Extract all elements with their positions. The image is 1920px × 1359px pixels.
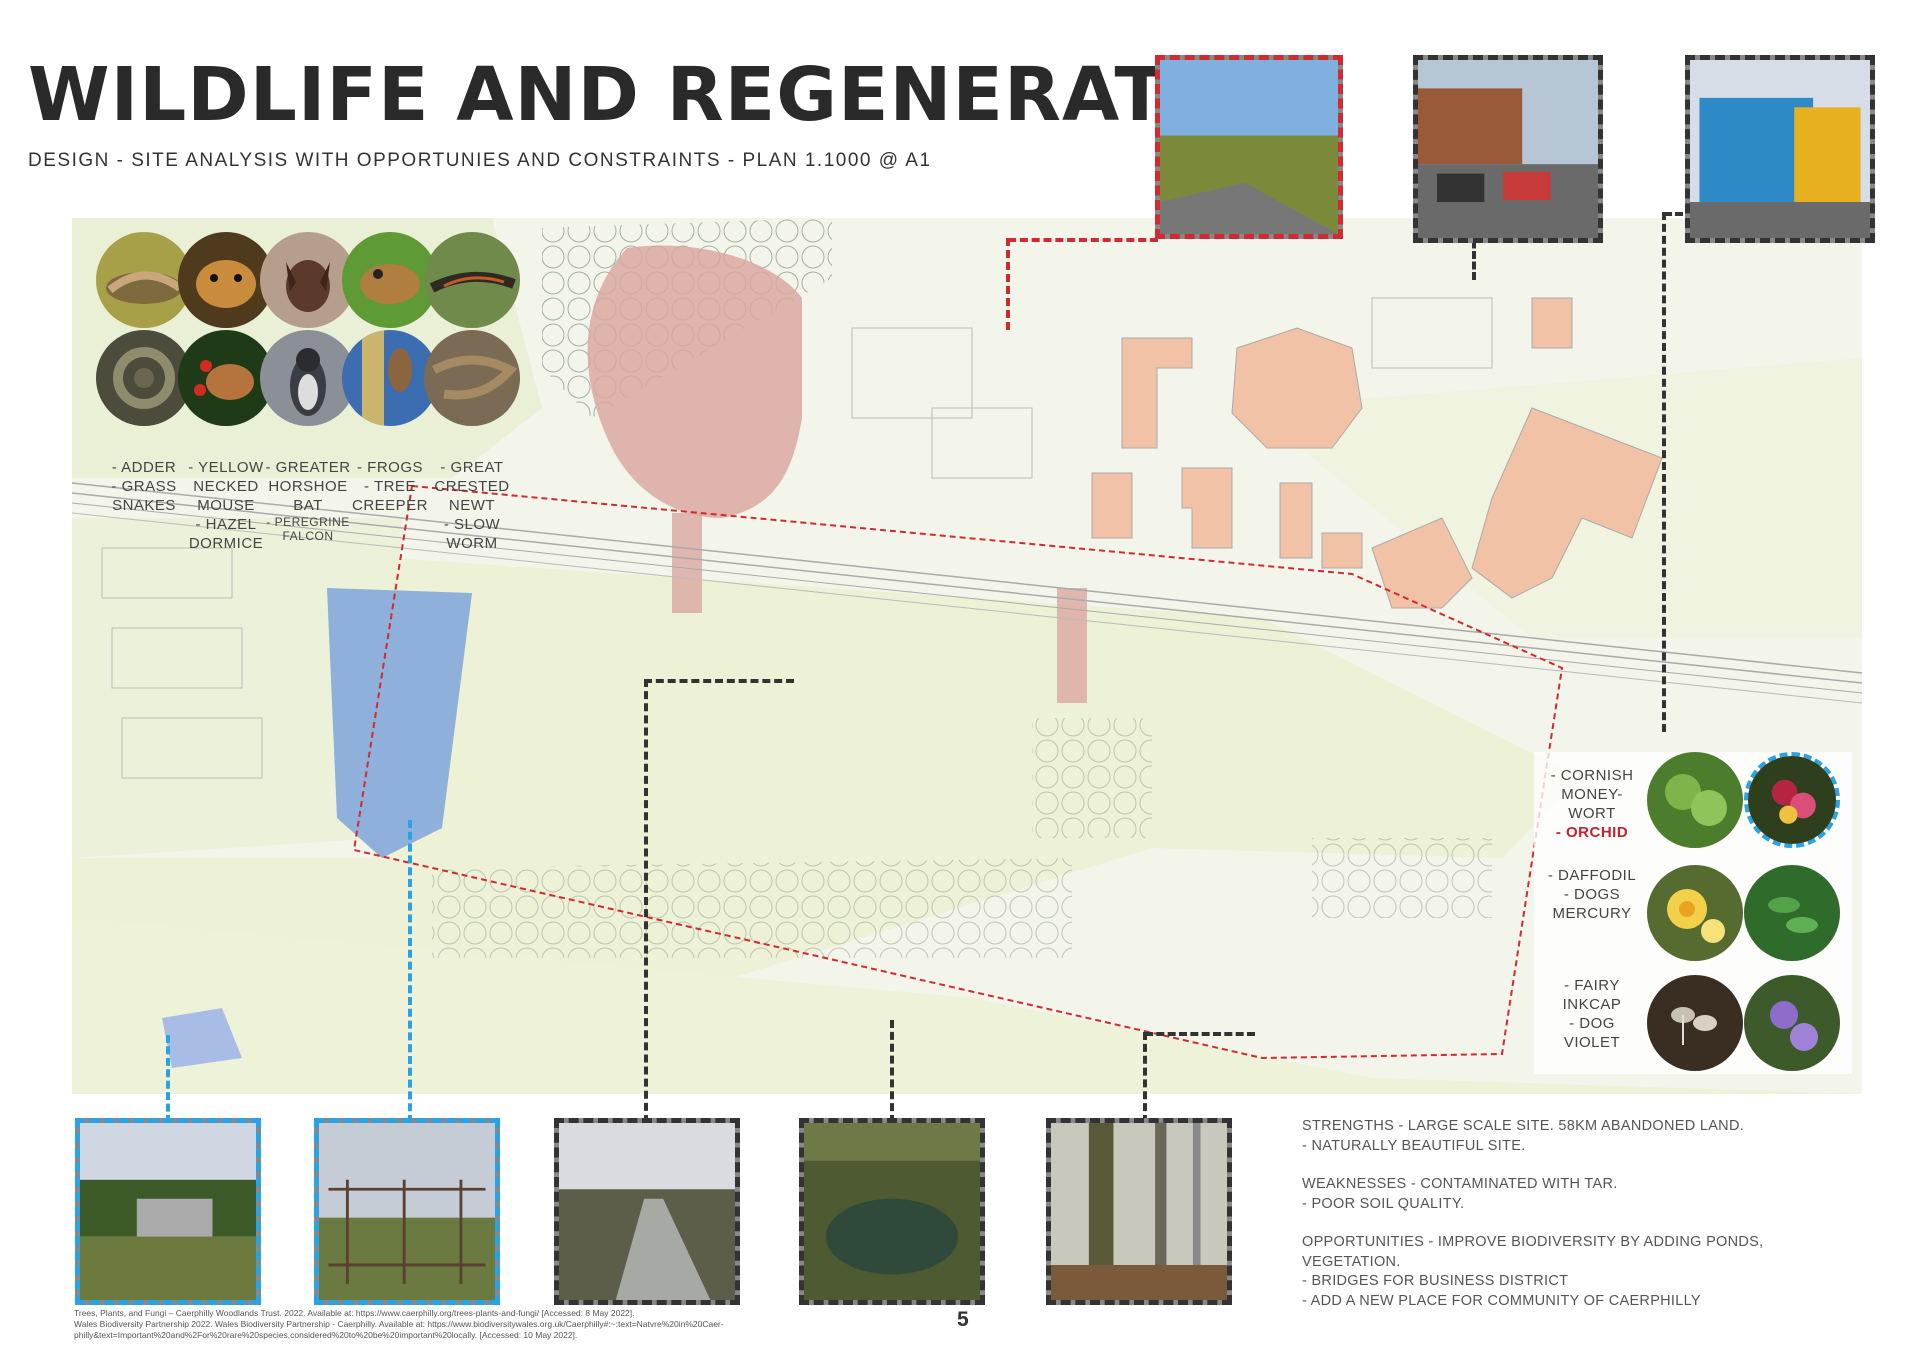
bat-photo: [260, 232, 356, 328]
dormouse-photo: [178, 232, 274, 328]
weaknesses-line: WEAKNESSES - CONTAMINATED WITH TAR.: [1302, 1176, 1618, 1192]
page-title: WILDLIFE AND REGENERATION: [28, 52, 1322, 138]
site-boundary: [352, 484, 1564, 1060]
opportunities-line: VEGETATION.: [1302, 1253, 1401, 1270]
frog-photo: [342, 232, 438, 328]
strengths-line: - NATURALLY BEAUTIFUL SITE.: [1302, 1137, 1526, 1154]
site-view-photo: [1155, 55, 1343, 239]
houses-fence-photo: [75, 1118, 261, 1305]
slow-worm-photo: [424, 330, 520, 426]
adder-photo: [96, 232, 192, 328]
newt-photo: [424, 232, 520, 328]
fairy-inkcap-photo: [1647, 975, 1743, 1071]
allotment-gate-photo: [314, 1118, 500, 1305]
grass-snake-photo: [96, 330, 192, 426]
connector-line: [644, 679, 794, 683]
page-number: 5: [957, 1308, 969, 1331]
connector-line: [644, 679, 648, 1123]
woodland-area: [587, 245, 802, 518]
pond: [327, 588, 472, 858]
connector-line: [1143, 1032, 1147, 1123]
business-district-buildings: [1091, 297, 1663, 609]
connector-line: [1006, 238, 1010, 330]
overgrown-pond-photo: [799, 1118, 985, 1305]
moneywort-photo: [1647, 752, 1743, 848]
train-station-photo: [1685, 55, 1875, 243]
weaknesses-line: - POOR SOIL QUALITY.: [1302, 1195, 1465, 1212]
woodland-trees-photo: [1046, 1118, 1232, 1305]
connector-line: [1008, 238, 1158, 242]
peregrine-falcon-photo: [260, 330, 356, 426]
swot-analysis: STRENGTHS - LARGE SCALE SITE. 58KM ABAND…: [1302, 1117, 1862, 1311]
dog-violet-photo: [1744, 975, 1840, 1071]
daffodil-photo: [1647, 865, 1743, 961]
reference-line: philly&text=Important%20and%2For%20rare%…: [74, 1330, 578, 1340]
references: Trees, Plants, and Fungi – Caerphilly Wo…: [74, 1308, 794, 1341]
opportunities-line: - ADD A NEW PLACE FOR COMMUNITY OF CAERP…: [1302, 1292, 1701, 1309]
connector-line: [1145, 1032, 1255, 1036]
strengths-line: STRENGTHS - LARGE SCALE SITE. 58KM ABAND…: [1302, 1118, 1745, 1134]
tree-creeper-photo: [342, 330, 438, 426]
connector-line: [1664, 212, 1694, 216]
reference-line: Trees, Plants, and Fungi – Caerphilly Wo…: [74, 1308, 635, 1318]
yellow-necked-mouse-photo: [178, 330, 274, 426]
waterlogged-path-photo: [554, 1118, 740, 1305]
connector-line: [1472, 230, 1476, 280]
connector-line: [166, 1035, 170, 1123]
orchid-photo: [1744, 752, 1840, 848]
orchid-label: - ORCHID: [1555, 824, 1629, 841]
connector-line: [1662, 212, 1666, 732]
page-subtitle: DESIGN - SITE ANALYSIS WITH OPPORTUNIES …: [28, 150, 932, 171]
opportunities-line: - BRIDGES FOR BUSINESS DISTRICT: [1302, 1273, 1569, 1289]
opportunities-line: OPPORTUNITIES - IMPROVE BIODIVERSITY BY …: [1302, 1234, 1764, 1250]
connector-line: [890, 1020, 894, 1123]
connector-line: [408, 820, 412, 1123]
reference-line: Wales Biodiversity Partnership 2022. Wal…: [74, 1319, 724, 1329]
office-car-park-photo: [1413, 55, 1603, 243]
dogs-mercury-photo: [1744, 865, 1840, 961]
